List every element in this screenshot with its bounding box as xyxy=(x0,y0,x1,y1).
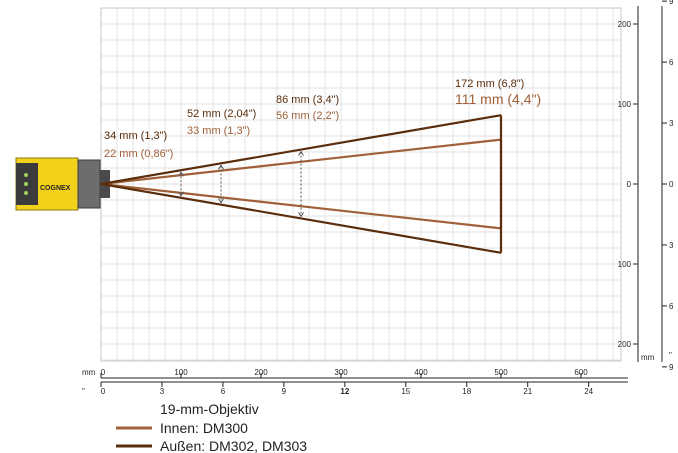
fov-labels: 34 mm (1,3") 22 mm (0,86") 52 mm (2,04") 33… xyxy=(104,78,541,160)
y-in-tick-label: 0 xyxy=(669,180,674,189)
x-mm-tick-label: 400 xyxy=(414,368,428,377)
annotation-outer: 86 mm (3,4") xyxy=(276,94,339,106)
x-mm-tick-label: 600 xyxy=(574,368,588,377)
y-mm-tick-label: 100 xyxy=(618,260,632,269)
annotation-outer: 52 mm (2,04") xyxy=(187,108,256,120)
x-in-tick-label: 3 xyxy=(160,387,165,396)
y-in-tick-label: 9 xyxy=(669,0,674,6)
y-mm-tick-label: 200 xyxy=(618,340,632,349)
camera-illustration: COGNEX xyxy=(15,157,110,211)
arrow-icon xyxy=(178,171,184,177)
y-mm-tick-label: 100 xyxy=(618,100,632,109)
y-mm-tick-label: 200 xyxy=(618,20,632,29)
fov-outer-lower-edge xyxy=(100,182,502,254)
arrow-icon xyxy=(298,150,304,156)
y-in-tick-label: 6 xyxy=(669,58,674,67)
x-in-tick-label: 15 xyxy=(401,387,410,396)
y-in-tick-label: 9 xyxy=(669,363,674,372)
x-mm-tick-label: 200 xyxy=(254,368,268,377)
y-axis-in-unit: " xyxy=(669,351,672,360)
camera-brand-text: COGNEX xyxy=(40,185,71,192)
x-in-tick-label: 9 xyxy=(282,387,287,396)
x-in-tick-label: 21 xyxy=(523,387,532,396)
y-in-tick-label: 6 xyxy=(669,302,674,311)
camera-led xyxy=(24,191,28,195)
camera-lens-housing xyxy=(77,159,101,209)
x-mm-tick-label: 300 xyxy=(334,368,348,377)
grid xyxy=(100,7,622,362)
camera-led xyxy=(24,182,28,186)
annotation-inner: 111 mm (4,4") xyxy=(455,91,541,107)
fov-inner-lower-edge xyxy=(100,182,502,230)
annotation-inner: 56 mm (2,2") xyxy=(276,110,339,122)
measure-markers xyxy=(178,150,304,218)
x-axis-in-unit: " xyxy=(82,387,85,396)
x-in-tick-label: 18 xyxy=(462,387,471,396)
y-axis-mm-unit: mm xyxy=(641,353,655,362)
x-mm-tick-label: 0 xyxy=(101,368,106,377)
annotation-inner: 22 mm (0,86") xyxy=(104,148,173,160)
y-in-tick-label: 3 xyxy=(669,241,674,250)
grid-border xyxy=(100,7,622,362)
x-mm-tick-label: 100 xyxy=(174,368,188,377)
legend-title: 19-mm-Objektiv xyxy=(160,401,259,417)
fov-lines xyxy=(100,114,503,254)
legend-label-inner: Innen: DM300 xyxy=(160,420,248,436)
arrow-icon xyxy=(218,198,224,204)
x-in-tick-label: 12 xyxy=(340,387,349,396)
x-mm-tick-label: 500 xyxy=(494,368,508,377)
x-in-tick-label: 0 xyxy=(101,387,106,396)
x-in-tick-label: 6 xyxy=(221,387,226,396)
legend: 19-mm-Objektiv Innen: DM300 Außen: DM302… xyxy=(116,401,307,453)
annotation-outer: 172 mm (6,8") xyxy=(455,78,524,90)
x-axis-mm-unit: mm xyxy=(82,368,96,377)
y-in-tick-label: 3 xyxy=(669,119,674,128)
arrow-icon xyxy=(218,164,224,170)
x-in-tick-label: 24 xyxy=(584,387,593,396)
camera-led xyxy=(24,173,28,177)
annotation-outer: 34 mm (1,3") xyxy=(104,130,167,142)
fov-inner-upper-edge xyxy=(100,138,502,186)
y-mm-tick-label: 0 xyxy=(627,180,632,189)
arrow-icon xyxy=(178,191,184,197)
annotation-inner: 33 mm (1,3") xyxy=(187,125,250,137)
legend-label-outer: Außen: DM302, DM303 xyxy=(160,438,307,453)
arrow-icon xyxy=(298,212,304,218)
fov-outer-upper-edge xyxy=(100,114,502,186)
